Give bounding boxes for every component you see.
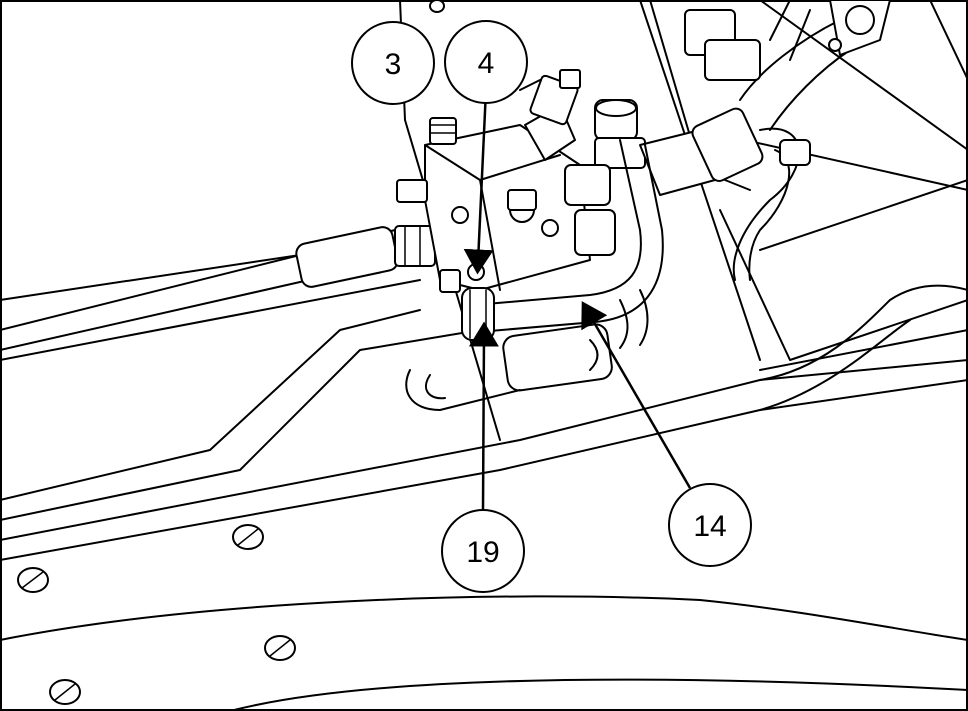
callout-14: 14 <box>668 483 752 567</box>
left-hose <box>0 225 436 351</box>
callout-3-label: 3 <box>385 48 402 81</box>
panel-holes <box>17 0 445 705</box>
top-right-components <box>684 0 891 81</box>
tube-fitting-ring <box>461 287 495 341</box>
callout-4-label: 4 <box>478 47 495 80</box>
leader-4 <box>463 89 494 275</box>
callout-14-label: 14 <box>693 510 726 543</box>
solenoid <box>519 69 581 161</box>
right-fittings <box>564 19 851 281</box>
callout-3: 3 <box>351 21 435 105</box>
callout-19: 19 <box>441 509 525 593</box>
leader-lines <box>463 89 692 511</box>
callout-19-label: 19 <box>466 536 499 569</box>
leader-14 <box>581 301 692 489</box>
frame-rail <box>0 284 968 711</box>
lower-sleeve <box>405 323 613 411</box>
leader-19 <box>468 321 499 511</box>
callout-4: 4 <box>444 20 528 104</box>
